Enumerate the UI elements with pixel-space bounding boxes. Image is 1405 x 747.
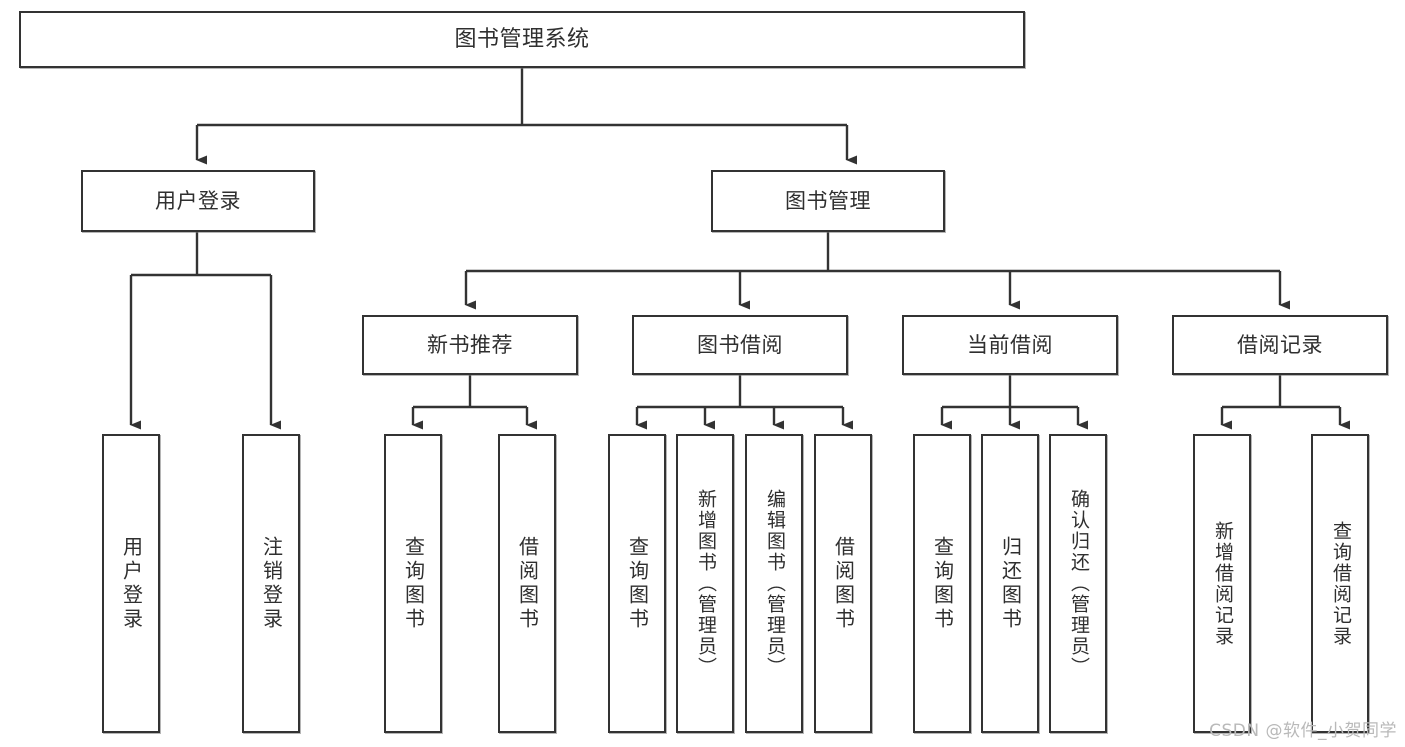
node-leaf-logout-login[interactable]: 注销登录 (242, 434, 300, 733)
node-label: 图书管理系统 (454, 26, 590, 52)
node-leaf-query-book-recommend[interactable]: 查询图书 (384, 434, 442, 733)
node-label: 当前借阅 (967, 332, 1053, 357)
node-leaf-borrow-book-recommend[interactable]: 借阅图书 (498, 434, 556, 733)
node-leaf-edit-book-admin[interactable]: 编辑图书（管理员） (745, 434, 803, 733)
node-label: 用户登录 (155, 188, 241, 213)
node-leaf-query-book-borrow[interactable]: 查询图书 (608, 434, 666, 733)
node-leaf-confirm-return-admin[interactable]: 确认归还（管理员） (1049, 434, 1107, 733)
node-label: 新增借阅记录 (1211, 520, 1234, 647)
node-label: 新增图书（管理员） (694, 489, 717, 678)
node-borrow-record[interactable]: 借阅记录 (1172, 315, 1388, 375)
node-book-management[interactable]: 图书管理 (711, 170, 945, 232)
node-leaf-return-book[interactable]: 归还图书 (981, 434, 1039, 733)
node-label: 确认归还（管理员） (1067, 489, 1090, 678)
node-label: 注销登录 (259, 535, 284, 632)
node-user-login[interactable]: 用户登录 (81, 170, 315, 232)
node-label: 归还图书 (998, 535, 1023, 632)
node-current-borrow[interactable]: 当前借阅 (902, 315, 1118, 375)
node-book-borrow[interactable]: 图书借阅 (632, 315, 848, 375)
node-label: 借阅图书 (831, 535, 856, 632)
node-label: 查询图书 (930, 535, 955, 632)
node-leaf-add-borrow-record[interactable]: 新增借阅记录 (1193, 434, 1251, 733)
node-label: 编辑图书（管理员） (763, 489, 786, 678)
node-label: 图书借阅 (697, 332, 783, 357)
node-label: 借阅图书 (515, 535, 540, 632)
node-label: 查询借阅记录 (1329, 520, 1352, 647)
node-label: 图书管理 (785, 188, 871, 213)
node-label: 查询图书 (401, 535, 426, 632)
csdn-watermark: CSDN @软件_小贺同学 (1209, 721, 1397, 741)
node-leaf-add-book-admin[interactable]: 新增图书（管理员） (676, 434, 734, 733)
node-leaf-query-borrow-record[interactable]: 查询借阅记录 (1311, 434, 1369, 733)
node-leaf-user-login[interactable]: 用户登录 (102, 434, 160, 733)
node-root-system[interactable]: 图书管理系统 (19, 11, 1025, 68)
node-label: 用户登录 (119, 535, 144, 632)
node-leaf-borrow-book-borrow[interactable]: 借阅图书 (814, 434, 872, 733)
node-label: 借阅记录 (1237, 332, 1323, 357)
node-label: 新书推荐 (427, 332, 513, 357)
node-leaf-query-book-current[interactable]: 查询图书 (913, 434, 971, 733)
node-new-book-recommend[interactable]: 新书推荐 (362, 315, 578, 375)
node-label: 查询图书 (625, 535, 650, 632)
